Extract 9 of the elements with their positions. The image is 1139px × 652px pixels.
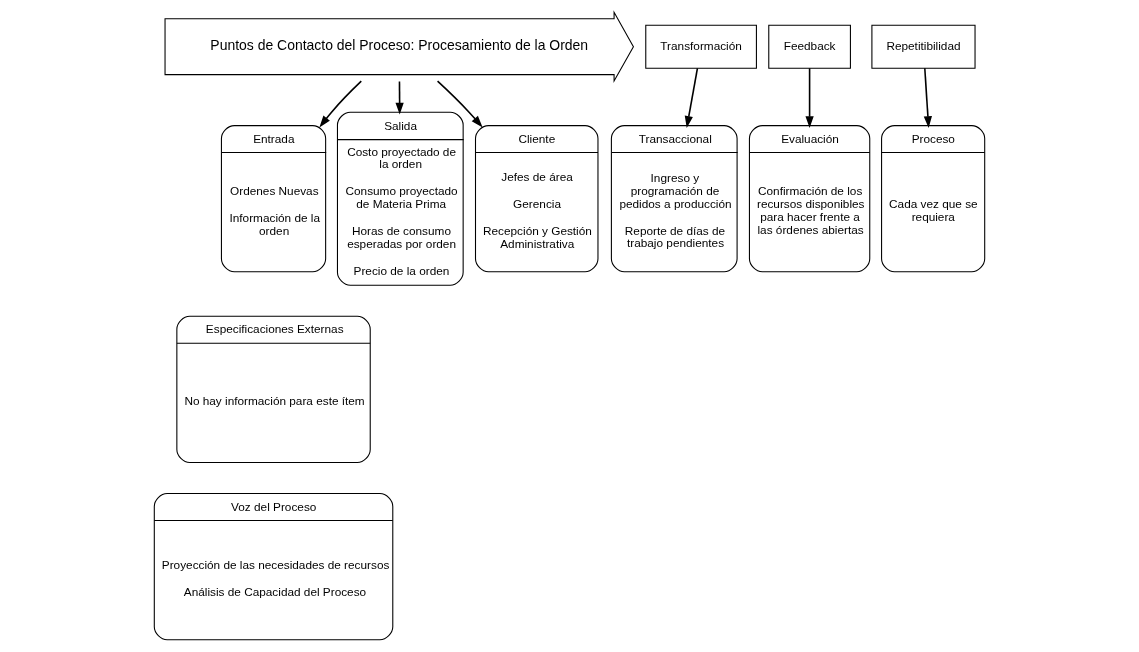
arrow	[805, 67, 814, 128]
node-box: Repetitibilidad	[871, 24, 976, 69]
node-box: Transformación	[645, 24, 757, 69]
node-box: Feedback	[768, 24, 851, 69]
arrow	[436, 80, 483, 128]
arrow	[395, 80, 404, 115]
arrow	[684, 67, 699, 128]
arrow	[923, 67, 933, 128]
arrow	[319, 80, 363, 128]
